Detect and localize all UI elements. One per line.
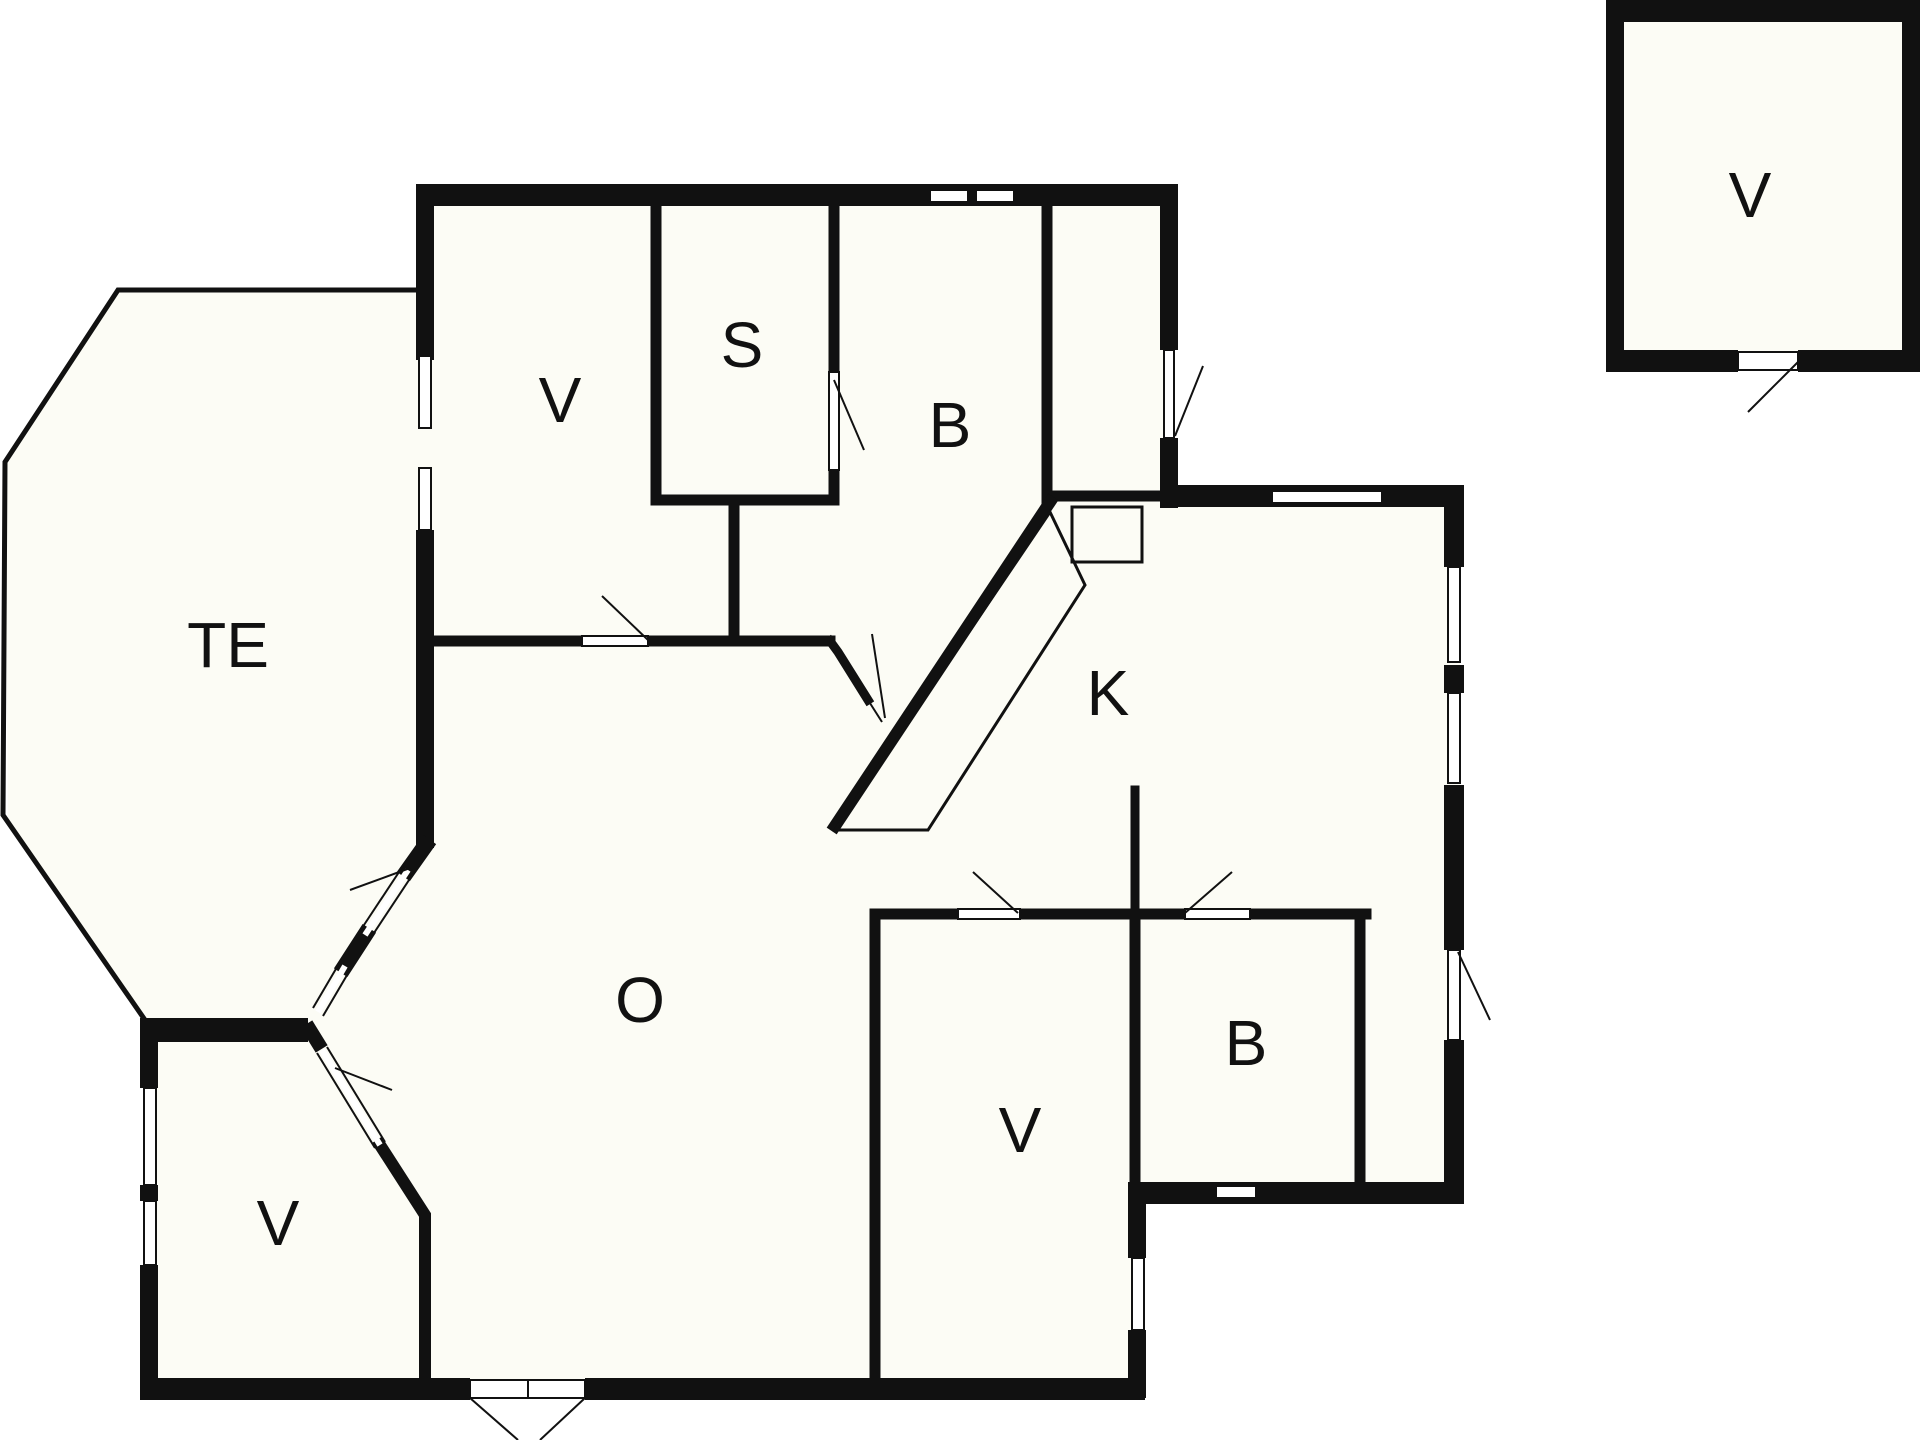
- upper-block-floor: [425, 195, 1165, 655]
- room-label-bath-bottom: B: [1225, 1007, 1268, 1079]
- room-label-living: O: [615, 964, 665, 1036]
- interior-walls: [300, 200, 1372, 1391]
- room-label-terrace: TE: [187, 609, 269, 681]
- annex-floor: [1618, 18, 1918, 363]
- room-label-bedroom-bottom-middle: V: [999, 1094, 1042, 1166]
- room-label-kitchen: K: [1087, 657, 1130, 729]
- windows: [143, 189, 1461, 1331]
- room-label-bedroom-top-left: V: [539, 364, 582, 436]
- room-label-bedroom-bottom-left: V: [257, 1187, 300, 1259]
- room-label-annex: V: [1729, 159, 1772, 231]
- terrace-floor: [5, 290, 425, 1020]
- room-label-sauna: S: [721, 309, 764, 381]
- floor-areas: [5, 18, 1918, 1390]
- room-label-bath-top: B: [929, 389, 972, 461]
- terrace-outline: [0, 287, 420, 1022]
- doors: [312, 349, 1799, 1440]
- kitchen-counter: [832, 505, 1144, 832]
- room-labels: V V S B TE K O V V B: [187, 159, 1772, 1259]
